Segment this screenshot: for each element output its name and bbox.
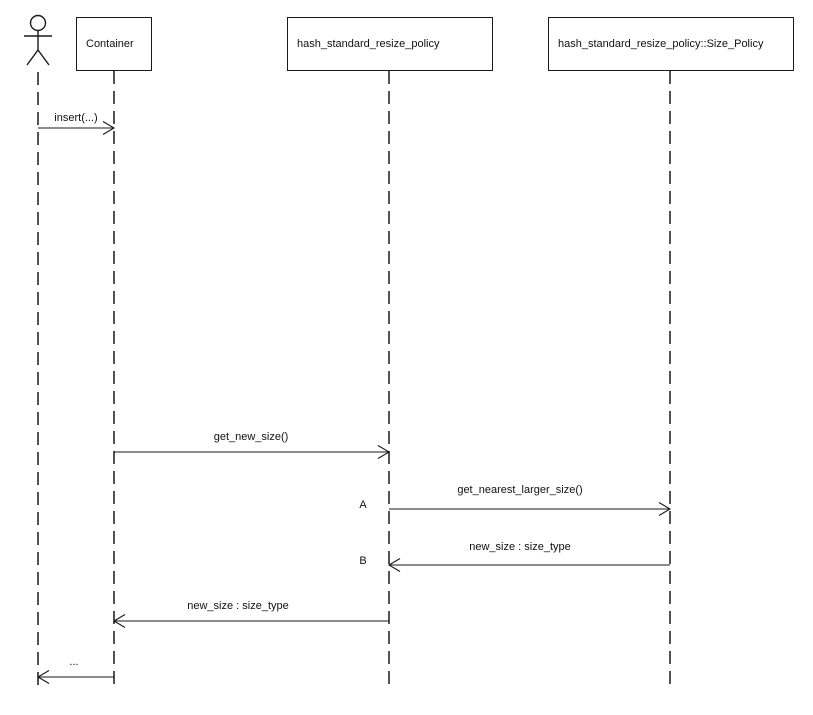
message-label-get-new-size: get_new_size() [213,431,289,443]
message-arrow-return-new-size-b[interactable] [387,558,670,572]
message-label-insert: insert(...) [54,112,98,124]
participant-label-size-policy: hash_standard_resize_policy::Size_Policy [558,37,764,50]
message-marker-a: A [359,499,367,511]
participant-box-container[interactable]: Container [76,17,152,71]
participant-label-resize-policy: hash_standard_resize_policy [297,37,440,50]
message-label-return-ellipsis: ... [69,656,79,668]
stick-figure-actor-icon[interactable] [24,14,52,66]
message-arrow-get-new-size[interactable] [114,445,391,459]
message-arrow-return-ellipsis[interactable] [36,670,114,684]
participant-label-container: Container [86,37,134,50]
message-arrow-return-new-size[interactable] [112,614,389,628]
participant-box-resize-policy[interactable]: hash_standard_resize_policy [287,17,493,71]
message-label-get-nearest-larger-size: get_nearest_larger_size() [457,484,583,496]
message-arrow-insert[interactable] [38,121,116,135]
message-label-return-new-size: new_size : size_type [187,600,289,612]
message-arrows-group [36,121,672,684]
participant-box-size-policy[interactable]: hash_standard_resize_policy::Size_Policy [548,17,794,71]
message-marker-b: B [359,555,367,567]
message-arrow-get-nearest-larger-size[interactable] [389,502,672,516]
lifelines-group [37,71,671,690]
message-label-return-new-size-b: new_size : size_type [469,541,571,553]
